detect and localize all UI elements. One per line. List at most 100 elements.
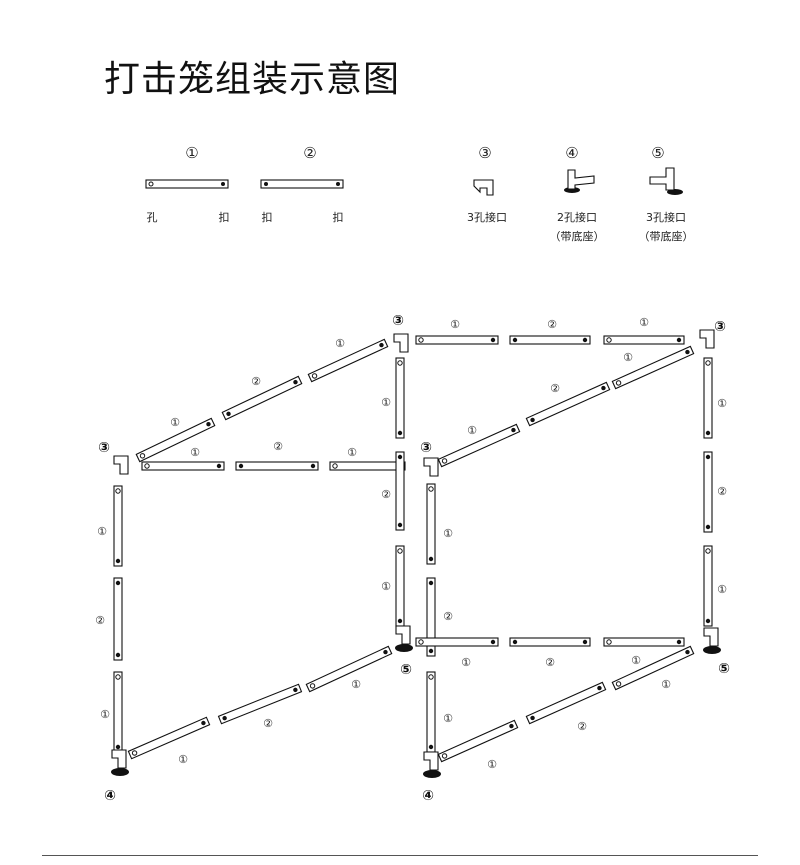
bar-mid-v3-pin-b <box>397 618 403 624</box>
joint-inner-bottom <box>423 751 441 778</box>
bar-inner-v2 <box>426 577 436 657</box>
bar-left-v2-body <box>113 577 123 661</box>
bar-rt-top-2-label: ② <box>547 318 557 331</box>
bar-lt-slant-3-pin-b <box>379 342 384 348</box>
bar-left-v2-label: ② <box>95 614 105 627</box>
page-title: 打击笼组装示意图 <box>104 59 401 100</box>
bar-lt-slant-2-pin-a <box>226 411 231 417</box>
bar-lb-slant-2-pin-b <box>293 687 298 693</box>
bar-rb-row-3-pin-b <box>676 639 682 645</box>
bar-lf-top-3 <box>329 461 406 471</box>
bar-rl-slant-1-body <box>437 719 519 763</box>
bar-left-v3-pin-b <box>115 744 121 750</box>
bar-rb-row-1-label: ① <box>461 656 471 669</box>
bar-rt-top-2-pin-b <box>582 337 588 343</box>
bar-right-v2 <box>703 451 713 533</box>
legend-joint5-icon <box>649 167 675 191</box>
joint-mid-top-body <box>393 333 409 353</box>
bar-right-v1-hole <box>705 360 711 366</box>
bar-lt-slant-3-body <box>307 338 389 383</box>
legend-bar1-left-label: 孔 <box>147 211 158 224</box>
bar-lf-top-1 <box>141 461 225 471</box>
bar-rb-row-1-pin-b <box>490 639 496 645</box>
bar-inner-v1-label: ① <box>443 527 453 540</box>
bar-mid-v3-body <box>395 545 405 627</box>
bar-ru-slant-3 <box>611 345 695 390</box>
joint-right-top-label: ③ <box>714 319 726 335</box>
bar-ru-slant-1-body <box>437 423 521 468</box>
bar-lb-slant-2-label: ② <box>263 717 273 730</box>
bar-mid-v2-label: ② <box>381 488 391 501</box>
joint-mid-bottom-base <box>395 644 413 652</box>
bar-inner-v1-body <box>426 483 436 565</box>
bar-lf-top-1-body <box>141 461 225 471</box>
bar-left-v1-pin-b <box>115 558 121 564</box>
bar-right-v3 <box>703 545 713 627</box>
bar-mid-v2 <box>395 451 405 531</box>
bar-inner-v3-label: ① <box>443 712 453 725</box>
joint-inner-bottom-base <box>423 770 441 778</box>
bottom-divider <box>42 855 758 856</box>
legend-joint3-label: 3孔接口 <box>467 211 507 224</box>
joint-right-top <box>699 329 715 349</box>
bar-left-v2-pin-a <box>115 580 121 586</box>
bar-lf-top-2-body <box>235 461 319 471</box>
bar-mid-v3-label: ① <box>381 580 391 593</box>
legend-joint4-sublabel: （带底座） <box>550 229 605 243</box>
bar-rt-top-1-body <box>415 335 499 345</box>
bar-ru-slant-3-label: ① <box>623 351 633 364</box>
bar-lf-top-3-label: ① <box>347 446 357 459</box>
bar-inner-v3-hole <box>428 674 434 680</box>
joint-right-top-body <box>699 329 715 349</box>
legend-bar1-pin <box>221 182 225 186</box>
bar-lf-top-3-hole <box>332 463 338 469</box>
bar-rt-top-3-body <box>603 335 685 345</box>
bar-lb-slant-3-pin-b <box>383 649 388 655</box>
joint-inner-bottom-body <box>423 751 439 771</box>
bar-ru-slant-1-label: ① <box>467 424 477 437</box>
joint-mid-top <box>393 333 409 353</box>
bar-left-v3-hole <box>115 674 121 680</box>
joint-left-top-label: ③ <box>98 440 110 456</box>
legend-bar2-pin-right <box>336 182 340 186</box>
joint-left-bottom-label: ④ <box>104 788 116 804</box>
bar-rl-slant-3-body <box>611 645 695 691</box>
bar-rl-slant-1-label: ① <box>487 758 497 771</box>
bar-left-v1-body <box>113 485 123 567</box>
bar-lf-top-1-pin-b <box>216 463 222 469</box>
bar-rt-top-1 <box>415 335 499 345</box>
bar-left-v3 <box>113 671 123 753</box>
bar-inner-v2-label: ② <box>443 610 453 623</box>
bar-right-v3-pin-b <box>705 618 711 624</box>
bar-lb-slant-2-pin-a <box>222 715 227 721</box>
bar-inner-v2-body <box>426 577 436 657</box>
bar-rb-row-2-body <box>509 637 591 647</box>
bar-left-v2-pin-b <box>115 652 121 658</box>
bar-lb-slant-3-body <box>305 645 393 693</box>
bar-lb-slant-1-body <box>127 716 211 760</box>
bar-lt-slant-2-label: ② <box>251 375 261 388</box>
bar-rb-row-3-hole <box>606 639 612 645</box>
bar-lf-top-1-hole <box>144 463 150 469</box>
bar-rb-row-3-label: ① <box>631 654 641 667</box>
bar-rt-top-3-pin-b <box>676 337 682 343</box>
bar-lf-top-2 <box>235 461 319 471</box>
bar-inner-v2-pin-a <box>428 580 434 586</box>
bar-lb-slant-3-label: ① <box>351 678 361 691</box>
bar-lt-slant-2-pin-b <box>293 379 298 385</box>
bar-right-v2-pin-a <box>705 454 711 460</box>
bar-right-v3-label: ① <box>717 583 727 596</box>
bar-rt-top-3 <box>603 335 685 345</box>
joint-left-top-body <box>113 455 129 475</box>
bar-inner-v3-pin-b <box>428 744 434 750</box>
joint-mid-bottom <box>395 625 413 652</box>
bar-rb-row-2-pin-a <box>512 639 518 645</box>
legend-bar1-number: ① <box>185 144 198 162</box>
bar-rt-top-3-hole <box>606 337 612 343</box>
joint-left-bottom-body <box>111 749 127 769</box>
bar-lt-slant-1-hole <box>139 453 146 459</box>
joint-inner-bottom-label: ④ <box>422 788 434 804</box>
bar-lf-top-3-body <box>329 461 406 471</box>
legend-joint3-icon <box>473 179 494 196</box>
bar-rt-top-3-label: ① <box>639 316 649 329</box>
